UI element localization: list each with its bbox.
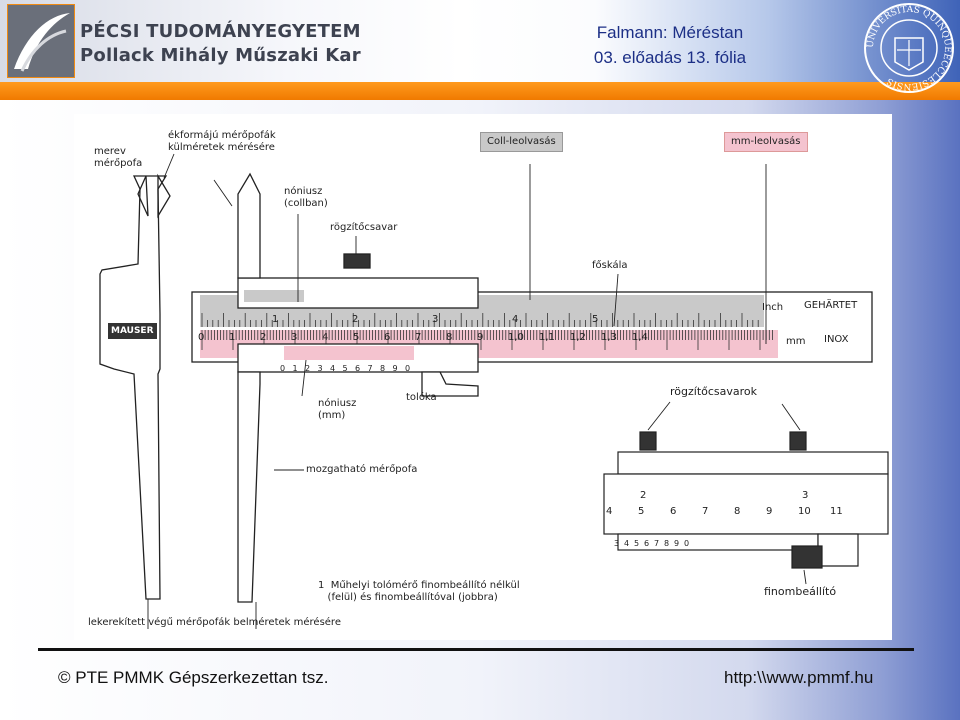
- detail-vernier-number: 4: [624, 539, 629, 548]
- mm-scale-number: 1,1: [539, 332, 555, 343]
- university-seal: UNIVERSITAS QUINQUEECCLESIENSIS: [863, 2, 955, 94]
- mm-scale-number: 1: [229, 332, 235, 343]
- label-gehartet: GEHÄRTET: [804, 300, 858, 311]
- detail-vernier-number: 8: [664, 539, 669, 548]
- mm-scale-number: 6: [384, 332, 390, 343]
- mm-scale-number: 8: [446, 332, 452, 343]
- detail-vernier-number: 7: [654, 539, 659, 548]
- slide-title-line1: Falmann: Méréstan: [596, 23, 744, 42]
- mm-scale-number: 1,2: [570, 332, 586, 343]
- inch-scale-number: 2: [352, 314, 358, 325]
- label-mm: mm: [786, 336, 806, 347]
- label-merev-meropofa: merev mérőpofa: [94, 146, 143, 169]
- label-inch: Inch: [762, 302, 784, 313]
- label-mm-leolvasas: mm-leolvasás: [724, 132, 808, 152]
- vernier-number: 9: [393, 364, 398, 373]
- detail-mm-number: 9: [766, 506, 772, 517]
- detail-vernier-number: 6: [644, 539, 649, 548]
- mm-scale-number: 0: [198, 332, 204, 343]
- label-ekformaju-meropofak: ékformájú mérőpofák külméretek mérésére: [168, 130, 276, 153]
- detail-inch-number: 3: [802, 490, 808, 501]
- header-orange-bar: [0, 82, 960, 100]
- label-rogzitocsavar: rögzítőcsavar: [330, 222, 398, 233]
- logo-swoosh-icon: [14, 13, 70, 72]
- figure-caption: 1 Műhelyi tolómérő finombeállító nélkül …: [318, 580, 520, 603]
- university-logo: [7, 4, 75, 78]
- mm-scale-number: 3: [291, 332, 297, 343]
- detail-vernier-number: 0: [684, 539, 689, 548]
- vernier-number: 1: [293, 364, 298, 373]
- detail-mm-number: 5: [638, 506, 644, 517]
- inch-scale-number: 5: [592, 314, 598, 325]
- label-foskala: főskála: [592, 260, 628, 271]
- label-coll-leolvasas: Coll-leolvasás: [480, 132, 563, 152]
- detail-mm-number: 11: [830, 506, 843, 517]
- detail-mm-number: 10: [798, 506, 811, 517]
- mm-scale-number: 4: [322, 332, 328, 343]
- inch-scale-number: 4: [512, 314, 518, 325]
- vernier-number: 7: [368, 364, 373, 373]
- vernier-number: 3: [318, 364, 323, 373]
- vernier-number: 0: [405, 364, 410, 373]
- inch-scale-number: 1: [272, 314, 278, 325]
- mm-scale-number: 9: [477, 332, 483, 343]
- vernier-number: 8: [380, 364, 385, 373]
- label-rogzitocsavarok: rögzítőcsavarok: [670, 385, 758, 398]
- university-name: PÉCSI TUDOMÁNYEGYETEM Pollack Mihály Műs…: [80, 20, 361, 68]
- inch-scale-number: 3: [432, 314, 438, 325]
- slide-header: [0, 0, 960, 82]
- label-finombeallito: finombeállító: [764, 585, 837, 598]
- vernier-number: 0: [280, 364, 285, 373]
- detail-mm-number: 8: [734, 506, 740, 517]
- detail-mm-number: 6: [670, 506, 676, 517]
- vernier-number: 2: [305, 364, 310, 373]
- label-mozgathato-meropofa: mozgatható mérőpofa: [306, 464, 418, 475]
- detail-vernier-number: 3: [614, 539, 619, 548]
- label-inox: INOX: [824, 334, 849, 345]
- brand-label: MAUSER: [108, 323, 157, 339]
- vernier-number: 6: [355, 364, 360, 373]
- vernier-number: 4: [330, 364, 335, 373]
- university-name-line1: PÉCSI TUDOMÁNYEGYETEM: [80, 21, 361, 42]
- vernier-number: 5: [343, 364, 348, 373]
- mm-scale-number: 1,4: [632, 332, 648, 343]
- footer-copyright: © PTE PMMK Gépszerkezettan tsz.: [58, 668, 329, 687]
- footer-url[interactable]: http:\\www.pmmf.hu: [724, 668, 874, 687]
- mm-scale-number: 5: [353, 332, 359, 343]
- footer-divider: [38, 648, 914, 651]
- detail-inch-number: 2: [640, 490, 646, 501]
- label-lekerekitett: lekerekített végű mérőpofák belméretek m…: [88, 617, 341, 628]
- mm-scale-number: 7: [415, 332, 421, 343]
- detail-mm-number: 7: [702, 506, 708, 517]
- slide-title: Falmann: Méréstan 03. előadás 13. fólia: [540, 20, 800, 70]
- detail-vernier-number: 5: [634, 539, 639, 548]
- slide-title-line2: 03. előadás 13. fólia: [593, 48, 747, 67]
- mm-scale-number: 1,0: [508, 332, 524, 343]
- label-toloka: tolóka: [406, 392, 437, 403]
- detail-mm-number: 4: [606, 506, 612, 517]
- mm-scale-number: 2: [260, 332, 266, 343]
- detail-vernier-number: 9: [674, 539, 679, 548]
- label-nonius-collban: nóniusz (collban): [284, 186, 328, 209]
- label-nonius-mm: nóniusz (mm): [318, 398, 357, 421]
- university-name-line2: Pollack Mihály Műszaki Kar: [80, 45, 361, 66]
- mm-scale-number: 1,3: [601, 332, 617, 343]
